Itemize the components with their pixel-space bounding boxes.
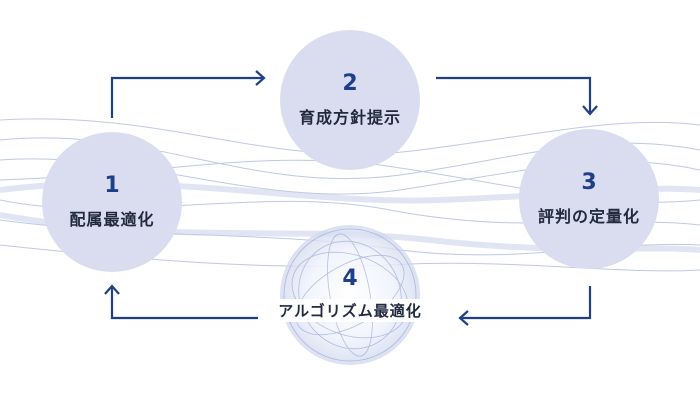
arrow-3-to-4 <box>462 286 592 320</box>
sphere-mesh <box>283 228 417 362</box>
step-node-3: 3 評判の定量化 <box>519 129 659 269</box>
step-node-1: 1 配属最適化 <box>42 132 182 272</box>
step-number: 3 <box>581 169 597 195</box>
step-node-4: 4 アルゴリズム最適化 <box>272 225 428 365</box>
step-label: 育成方針提示 <box>298 107 401 127</box>
arrow-2-to-3 <box>436 76 592 112</box>
arrowhead-left-icon <box>458 310 469 326</box>
step-number: 4 <box>342 266 358 291</box>
cycle-arrows <box>110 76 592 320</box>
arrowhead-up-icon <box>104 284 120 295</box>
arrow-heads <box>104 70 598 326</box>
step-number: 1 <box>104 172 120 198</box>
step-number: 2 <box>342 70 358 96</box>
arrow-1-to-2 <box>110 76 262 118</box>
step-label: 評判の定量化 <box>537 206 640 226</box>
arrowhead-right-icon <box>255 70 266 86</box>
arrowhead-down-icon <box>582 105 598 116</box>
step-node-2: 2 育成方針提示 <box>280 30 420 170</box>
arrow-4-to-1 <box>110 288 258 320</box>
step-label: 配属最適化 <box>69 209 155 229</box>
step-label: アルゴリズム最適化 <box>272 299 428 322</box>
